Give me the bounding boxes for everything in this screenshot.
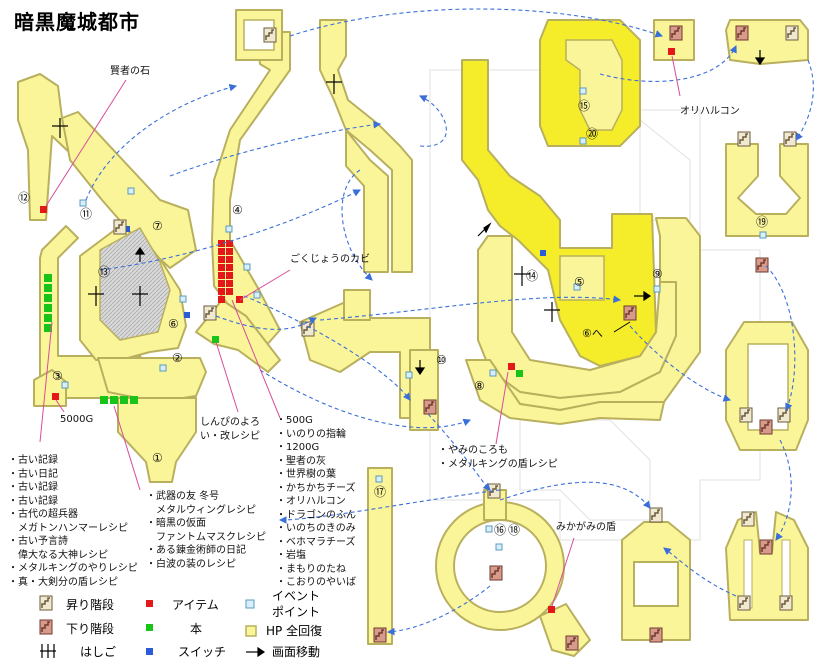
solid-move-arrows — [134, 50, 766, 376]
marker-4: ④ — [232, 203, 243, 217]
item-list-left: ・古い記録・古い日記・古い記録 ・古い記録・古代の超兵器 メガトンハンマーレシピ… — [8, 455, 138, 588]
marker-10: ⑩ — [436, 353, 447, 367]
label-to-6: ⑥へ — [582, 327, 603, 340]
label-pointers — [39, 55, 681, 607]
marker-20: ⑳ — [586, 127, 599, 141]
stairs-icons — [113, 25, 799, 651]
legend-heal: HP 全回復 — [266, 624, 323, 638]
screen-move-links — [85, 8, 814, 636]
area-zigzag-tower — [319, 19, 413, 273]
area-central-passage — [299, 289, 439, 431]
marker-18: ⑱ — [508, 523, 521, 537]
marker-11: ⑪ — [80, 207, 93, 221]
marker-17: ⑰ — [374, 485, 387, 499]
legend-book: 本 — [190, 622, 203, 636]
book-markers — [44, 274, 523, 404]
legend-stairs-down: 下り階段 — [66, 622, 115, 636]
ladder-arrows — [52, 74, 560, 322]
label-orichalcum: オリハルコン — [680, 106, 740, 117]
marker-3: ③ — [52, 369, 63, 383]
marker-19: ⑲ — [756, 215, 769, 229]
marker-2: ② — [172, 351, 183, 365]
marker-14: ⑭ — [526, 269, 539, 283]
marker-13: ⑬ — [98, 265, 111, 279]
page-title: 暗黒魔城都市 — [14, 10, 140, 34]
switch-markers — [124, 226, 546, 318]
marker-12: ⑫ — [18, 191, 31, 205]
square-hole-lower — [633, 561, 679, 607]
label-gokujo-kabi: ごくじょうのカビ — [290, 254, 370, 265]
area-right-fortress — [465, 217, 701, 425]
label-kenja-no-ishi: 賢者の石 — [110, 66, 150, 77]
item-markers — [40, 48, 675, 613]
marker-15: ⑮ — [578, 99, 591, 113]
item-list-center: ・武器の友 冬号 メタルウィングレシピ・暗黒の仮面 ファントムマスクレシピ・ある… — [146, 491, 266, 570]
label-mikagami-tate: みかがみの盾 — [556, 522, 616, 533]
marker-9: ⑨ — [652, 267, 663, 281]
to6-pointer — [613, 321, 631, 333]
label-yami-list: ・やみのころも ・メタルキングの盾レシピ — [438, 445, 558, 470]
legend-switch: スイッチ — [178, 645, 227, 659]
label-5000g: 5000G — [60, 414, 94, 425]
legend-item: アイテム — [172, 598, 219, 612]
event-markers — [61, 87, 767, 551]
area-fortress-inner — [559, 39, 623, 301]
marker-6: ⑥ — [168, 317, 179, 331]
marker-5: ⑤ — [574, 275, 585, 289]
label-shinpi-recipe: しんぴのよろ い・改レシピ — [200, 417, 260, 442]
legend-symbols — [39, 595, 266, 658]
marker-16: ⑯ — [494, 523, 507, 537]
item-list-right: ・500G・いのりの指輪・1200G ・聖者の灰・世界樹の葉・かちかちチーズ ・… — [276, 415, 356, 588]
legend-event: イベント ポイント — [272, 589, 321, 619]
legend-ladder: はしご — [80, 645, 117, 659]
marker-8: ⑧ — [474, 379, 485, 393]
hatched-void-left — [99, 226, 171, 341]
marker-1: ① — [152, 451, 163, 465]
legend-move: 画面移動 — [272, 645, 321, 659]
legend-stairs-up: 昇り階段 — [66, 598, 115, 612]
marker-7: ⑦ — [152, 219, 163, 233]
